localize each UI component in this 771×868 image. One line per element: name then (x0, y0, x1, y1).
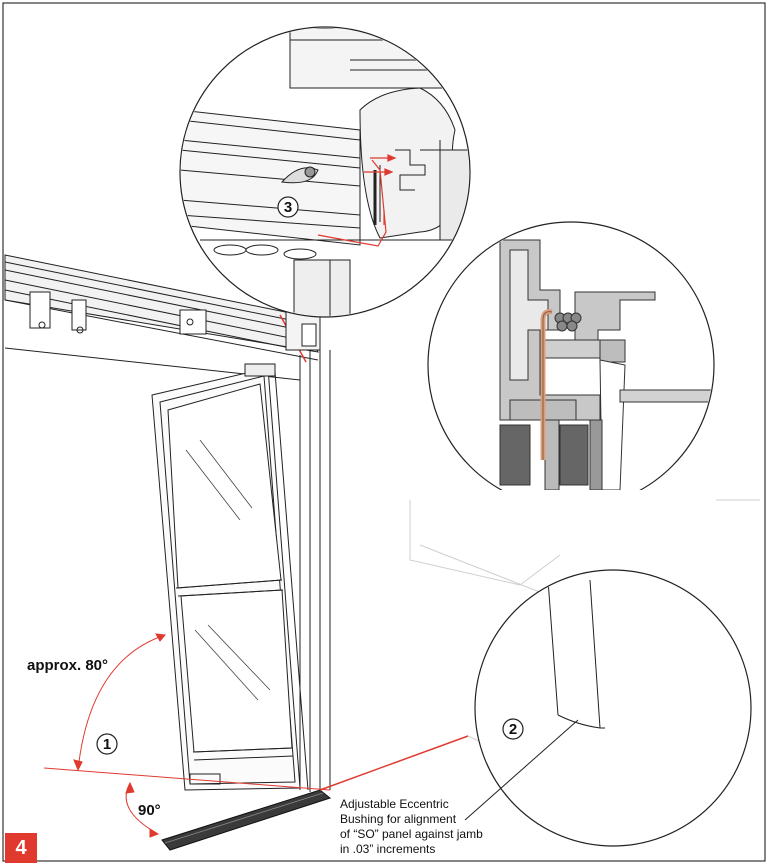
detail-circle-bushing (464, 569, 752, 847)
callout-2: 2 (502, 718, 524, 740)
angle-90-marker (125, 781, 160, 838)
bushing-leader (464, 719, 579, 821)
callout-2-label: 2 (509, 721, 517, 738)
top-pivot (244, 363, 276, 377)
step-number-badge: 4 (5, 833, 37, 863)
note-line-2: Bushing for alignment (340, 812, 457, 826)
door-panel (151, 367, 309, 791)
bottom-sill (161, 789, 332, 851)
detail-circle-top (179, 26, 471, 318)
callout-3: 3 (277, 196, 299, 218)
angle-80-label: approx. 80° (27, 657, 108, 674)
sill-detail-leader (319, 735, 469, 791)
angle-90-label: 90° (138, 802, 161, 819)
detail-circle-section (426, 221, 716, 520)
note-line-4: in .03” increments (340, 842, 435, 856)
header-track (4, 254, 319, 381)
note-line-3: of “SO” panel against jamb (340, 827, 483, 841)
bushing-note: Adjustable Eccentric Bushing for alignme… (340, 797, 483, 856)
glass-reflections (185, 439, 271, 701)
note-line-1: Adjustable Eccentric (340, 797, 449, 811)
angle-80-marker (43, 633, 331, 791)
callout-1-label: 1 (103, 736, 111, 753)
callout-1: 1 (96, 733, 118, 755)
callout-3-label: 3 (284, 199, 292, 216)
section-mask (426, 490, 716, 520)
